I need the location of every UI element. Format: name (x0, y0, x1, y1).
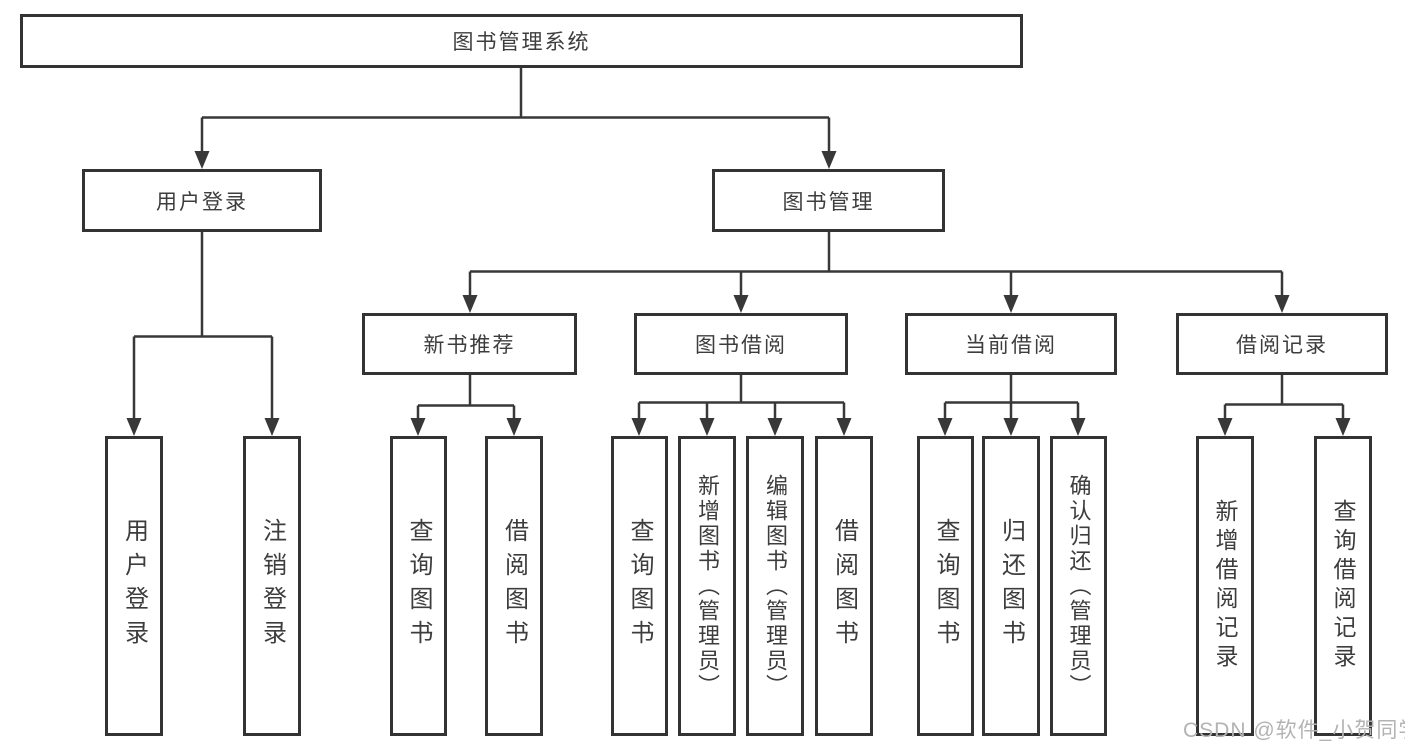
leaf-records-query-record: 查询借阅记录 (1314, 436, 1372, 736)
leaf-current-query-books-label: 查询图书 (932, 518, 959, 654)
node-user-login: 用户登录 (82, 169, 322, 232)
node-user-login-label: 用户登录 (156, 190, 248, 214)
leaf-current-confirm-return-admin-label: 确认归还（管理员） (1066, 473, 1092, 699)
leaf-borrowing-borrow-books-label: 借阅图书 (830, 518, 858, 654)
leaf-user-login-label: 用户登录 (120, 518, 148, 654)
leaf-current-return-books-label: 归还图书 (997, 518, 1025, 654)
node-new-book-recommend: 新书推荐 (362, 313, 577, 375)
leaf-records-query-record-label: 查询借阅记录 (1330, 499, 1356, 673)
leaf-user-login: 用户登录 (105, 436, 163, 736)
leaf-borrowing-edit-books-admin-label: 编辑图书（管理员） (763, 473, 788, 699)
leaf-borrowing-borrow-books: 借阅图书 (815, 436, 873, 736)
csdn-watermark: CSDN @软件_小贺同学 (1183, 719, 1405, 742)
leaf-newbooks-query-books-label: 查询图书 (405, 518, 432, 654)
leaf-newbooks-query-books: 查询图书 (390, 436, 447, 736)
leaf-current-return-books: 归还图书 (982, 436, 1040, 736)
node-borrow-records: 借阅记录 (1176, 313, 1388, 375)
node-book-management-label: 图书管理 (782, 190, 875, 214)
node-root-label: 图书管理系统 (452, 31, 591, 54)
node-borrow-records-label: 借阅记录 (1236, 334, 1328, 357)
leaf-borrowing-edit-books-admin: 编辑图书（管理员） (746, 436, 804, 736)
leaf-current-confirm-return-admin: 确认归还（管理员） (1050, 436, 1107, 736)
node-book-borrowing: 图书借阅 (634, 313, 848, 375)
node-book-borrowing-label: 图书借阅 (695, 334, 787, 357)
node-book-management: 图书管理 (712, 169, 945, 232)
leaf-newbooks-borrow-books-label: 借阅图书 (500, 518, 528, 654)
leaf-records-add-record-label: 新增借阅记录 (1212, 499, 1238, 673)
leaf-borrowing-query-books: 查询图书 (611, 436, 668, 736)
leaf-logout-label: 注销登录 (258, 518, 286, 654)
node-root: 图书管理系统 (20, 14, 1023, 68)
leaf-newbooks-borrow-books: 借阅图书 (485, 436, 543, 736)
node-new-book-recommend-label: 新书推荐 (423, 334, 516, 357)
leaf-borrowing-add-books-admin-label: 新增图书（管理员） (695, 473, 720, 699)
leaf-logout: 注销登录 (243, 436, 301, 736)
leaf-current-query-books: 查询图书 (917, 436, 974, 736)
leaf-borrowing-add-books-admin: 新增图书（管理员） (678, 436, 736, 736)
leaf-borrowing-query-books-label: 查询图书 (626, 518, 653, 654)
leaf-records-add-record: 新增借阅记录 (1196, 436, 1254, 736)
node-current-borrowing: 当前借阅 (905, 313, 1117, 375)
node-current-borrowing-label: 当前借阅 (965, 334, 1057, 357)
